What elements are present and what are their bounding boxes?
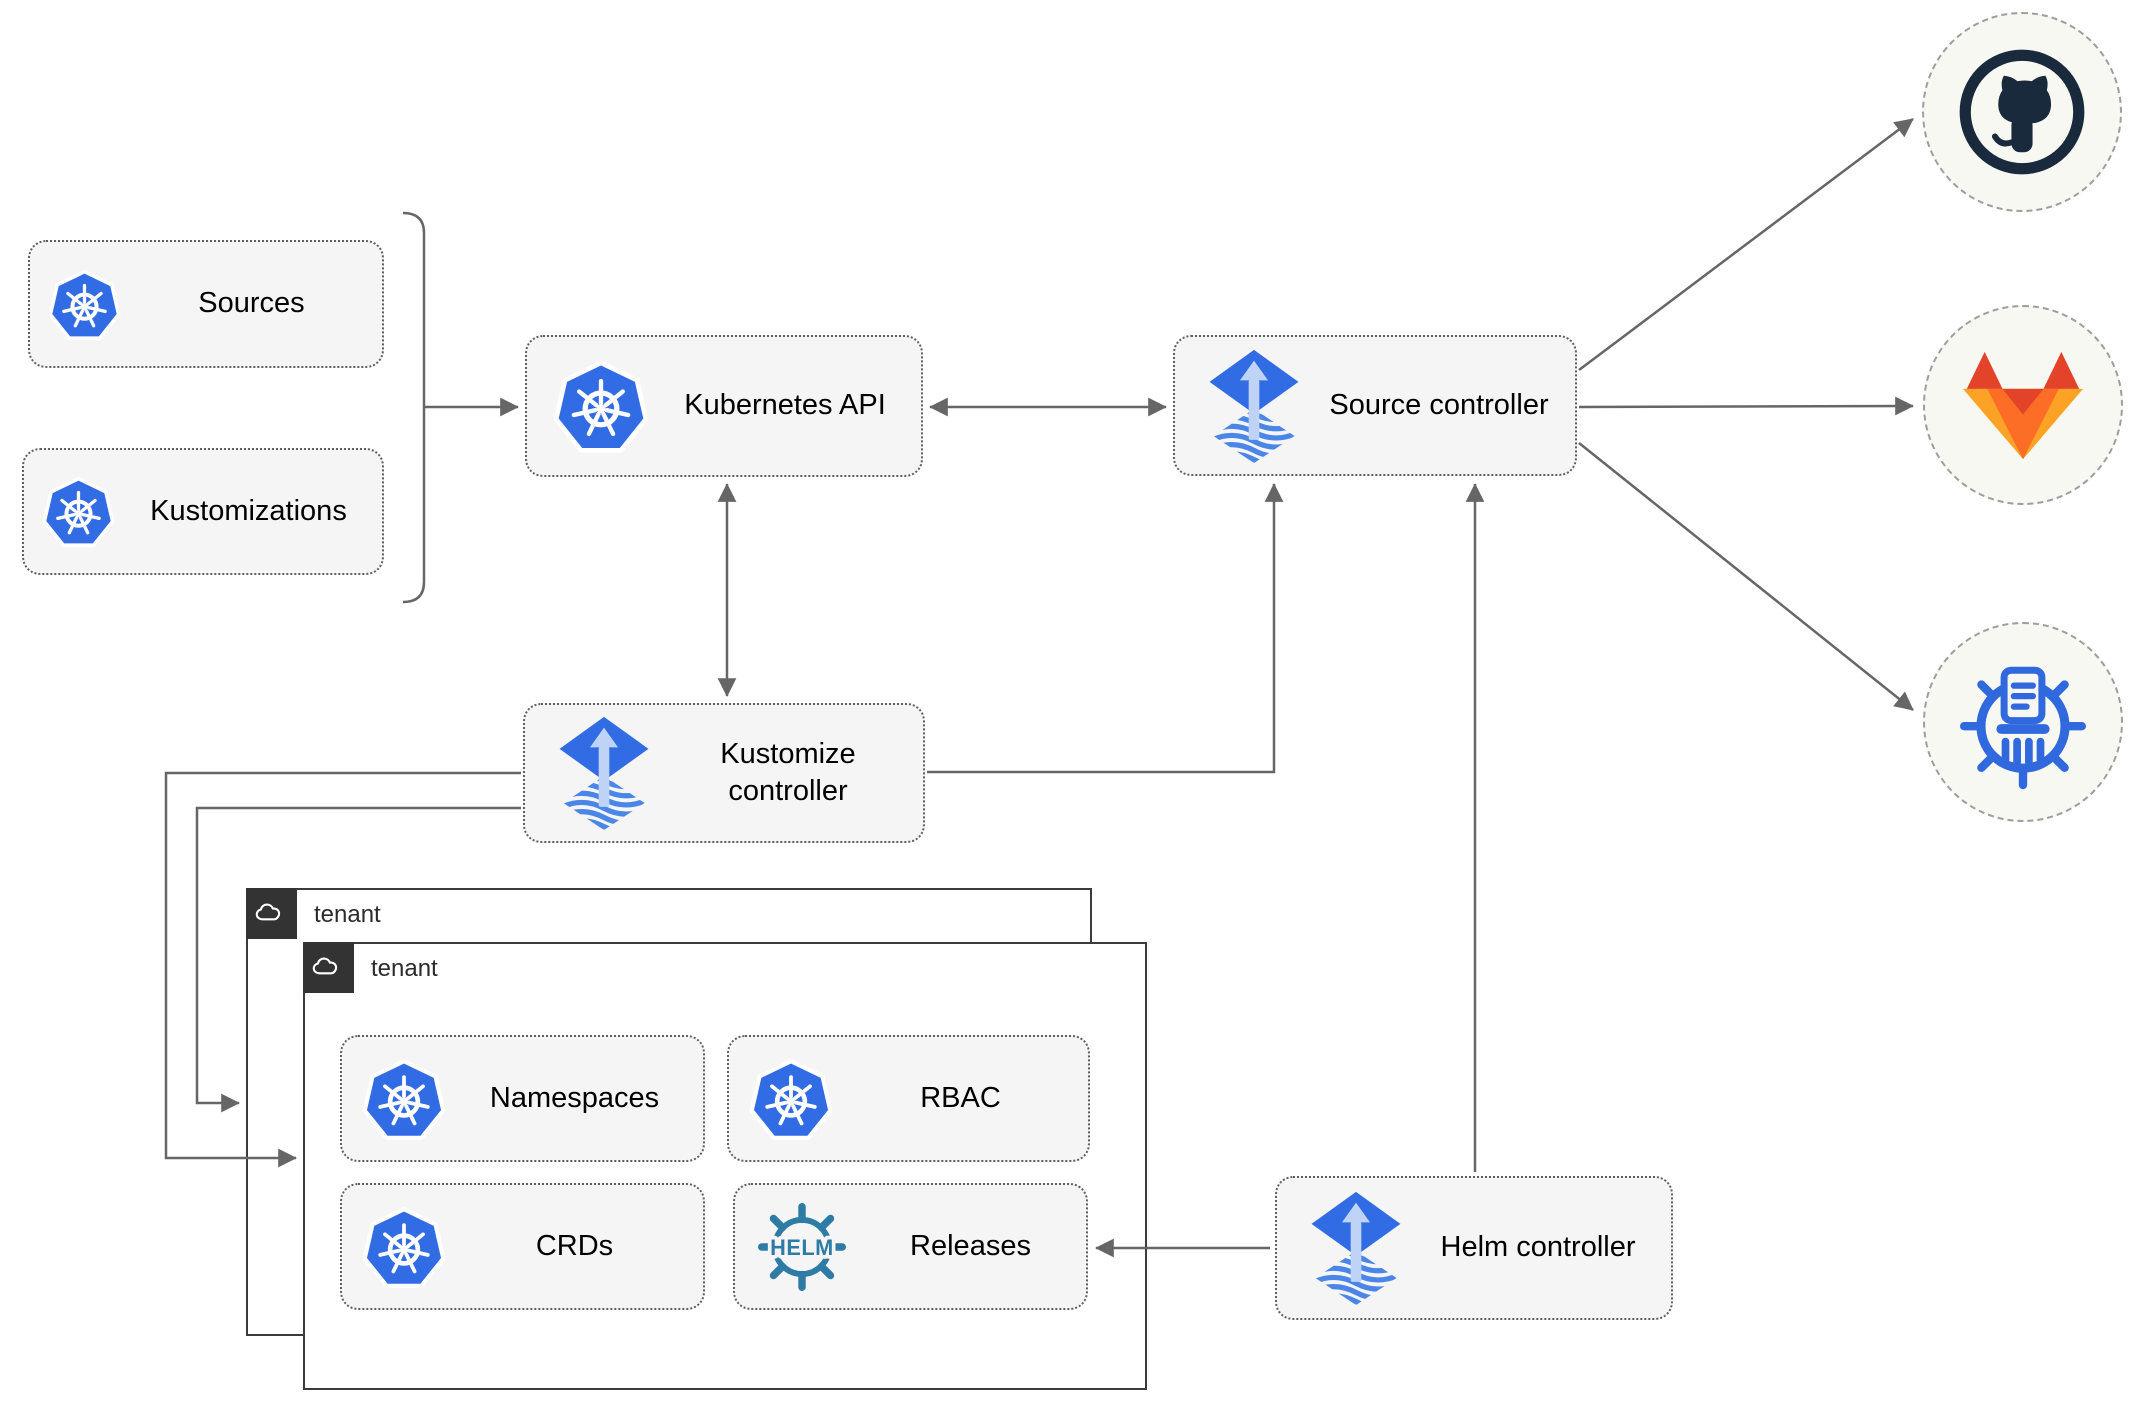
- node-kustomizations: Kustomizations: [22, 448, 384, 575]
- kubernetes-icon: [48, 268, 121, 341]
- endpoint-github: [1922, 12, 2122, 212]
- node-label: Kubernetes API: [684, 389, 886, 422]
- node-label: CRDs: [535, 1229, 614, 1262]
- node-namespaces: Namespaces: [340, 1035, 705, 1162]
- bracket-sources-group: [402, 211, 426, 604]
- node-label: Namespaces: [489, 1081, 660, 1114]
- edge-sourcectrl-github: [1578, 118, 1914, 371]
- flux-icon: [555, 715, 653, 831]
- node-crds: CRDs: [340, 1183, 705, 1310]
- node-source-controller: Source controller: [1173, 335, 1577, 476]
- gitlab-icon: [1959, 348, 2087, 463]
- node-rbac: RBAC: [727, 1035, 1090, 1162]
- chartmuseum-icon: [1953, 652, 2093, 792]
- node-label: Helm controller: [1440, 1231, 1636, 1264]
- tenant-badge: [245, 887, 297, 939]
- edge-sourcectrl-gitlab: [1578, 396, 1914, 416]
- cloud-icon: [310, 949, 346, 985]
- kubernetes-icon: [749, 1057, 833, 1141]
- node-kubernetes-api: Kubernetes API: [525, 335, 923, 477]
- node-label: Kustomizations: [150, 494, 347, 527]
- flux-icon: [1307, 1190, 1405, 1306]
- node-label: RBAC: [920, 1081, 1001, 1114]
- edge-sourcectrl-chartmuseum: [1578, 442, 1914, 711]
- node-label: Source controller: [1329, 388, 1549, 421]
- node-helm-controller: Helm controller: [1275, 1176, 1673, 1320]
- kubernetes-icon: [362, 1057, 446, 1141]
- node-kustomize-controller: Kustomize controller: [523, 703, 925, 843]
- tenant-label: tenant: [314, 901, 381, 928]
- kubernetes-icon: [553, 358, 649, 454]
- tenant-label: tenant: [371, 955, 438, 982]
- edge-kustomizectrl-sourcectrl: [927, 483, 1284, 774]
- tenant-box-front: tenant: [302, 941, 1147, 1390]
- cloud-icon: [253, 895, 289, 931]
- endpoint-gitlab: [1923, 305, 2123, 505]
- tenant-badge: [302, 941, 354, 993]
- endpoint-chartmuseum: [1923, 622, 2123, 822]
- node-label: Releases: [910, 1229, 1031, 1262]
- github-icon: [1956, 46, 2088, 178]
- node-releases: Releases: [733, 1183, 1088, 1310]
- flux-icon: [1205, 348, 1303, 464]
- node-label: Sources: [198, 287, 305, 320]
- node-sources: Sources: [28, 240, 384, 368]
- kubernetes-icon: [362, 1205, 446, 1289]
- kubernetes-icon: [42, 475, 115, 548]
- helm-icon: [749, 1194, 855, 1300]
- node-label: Kustomize controller: [720, 737, 856, 807]
